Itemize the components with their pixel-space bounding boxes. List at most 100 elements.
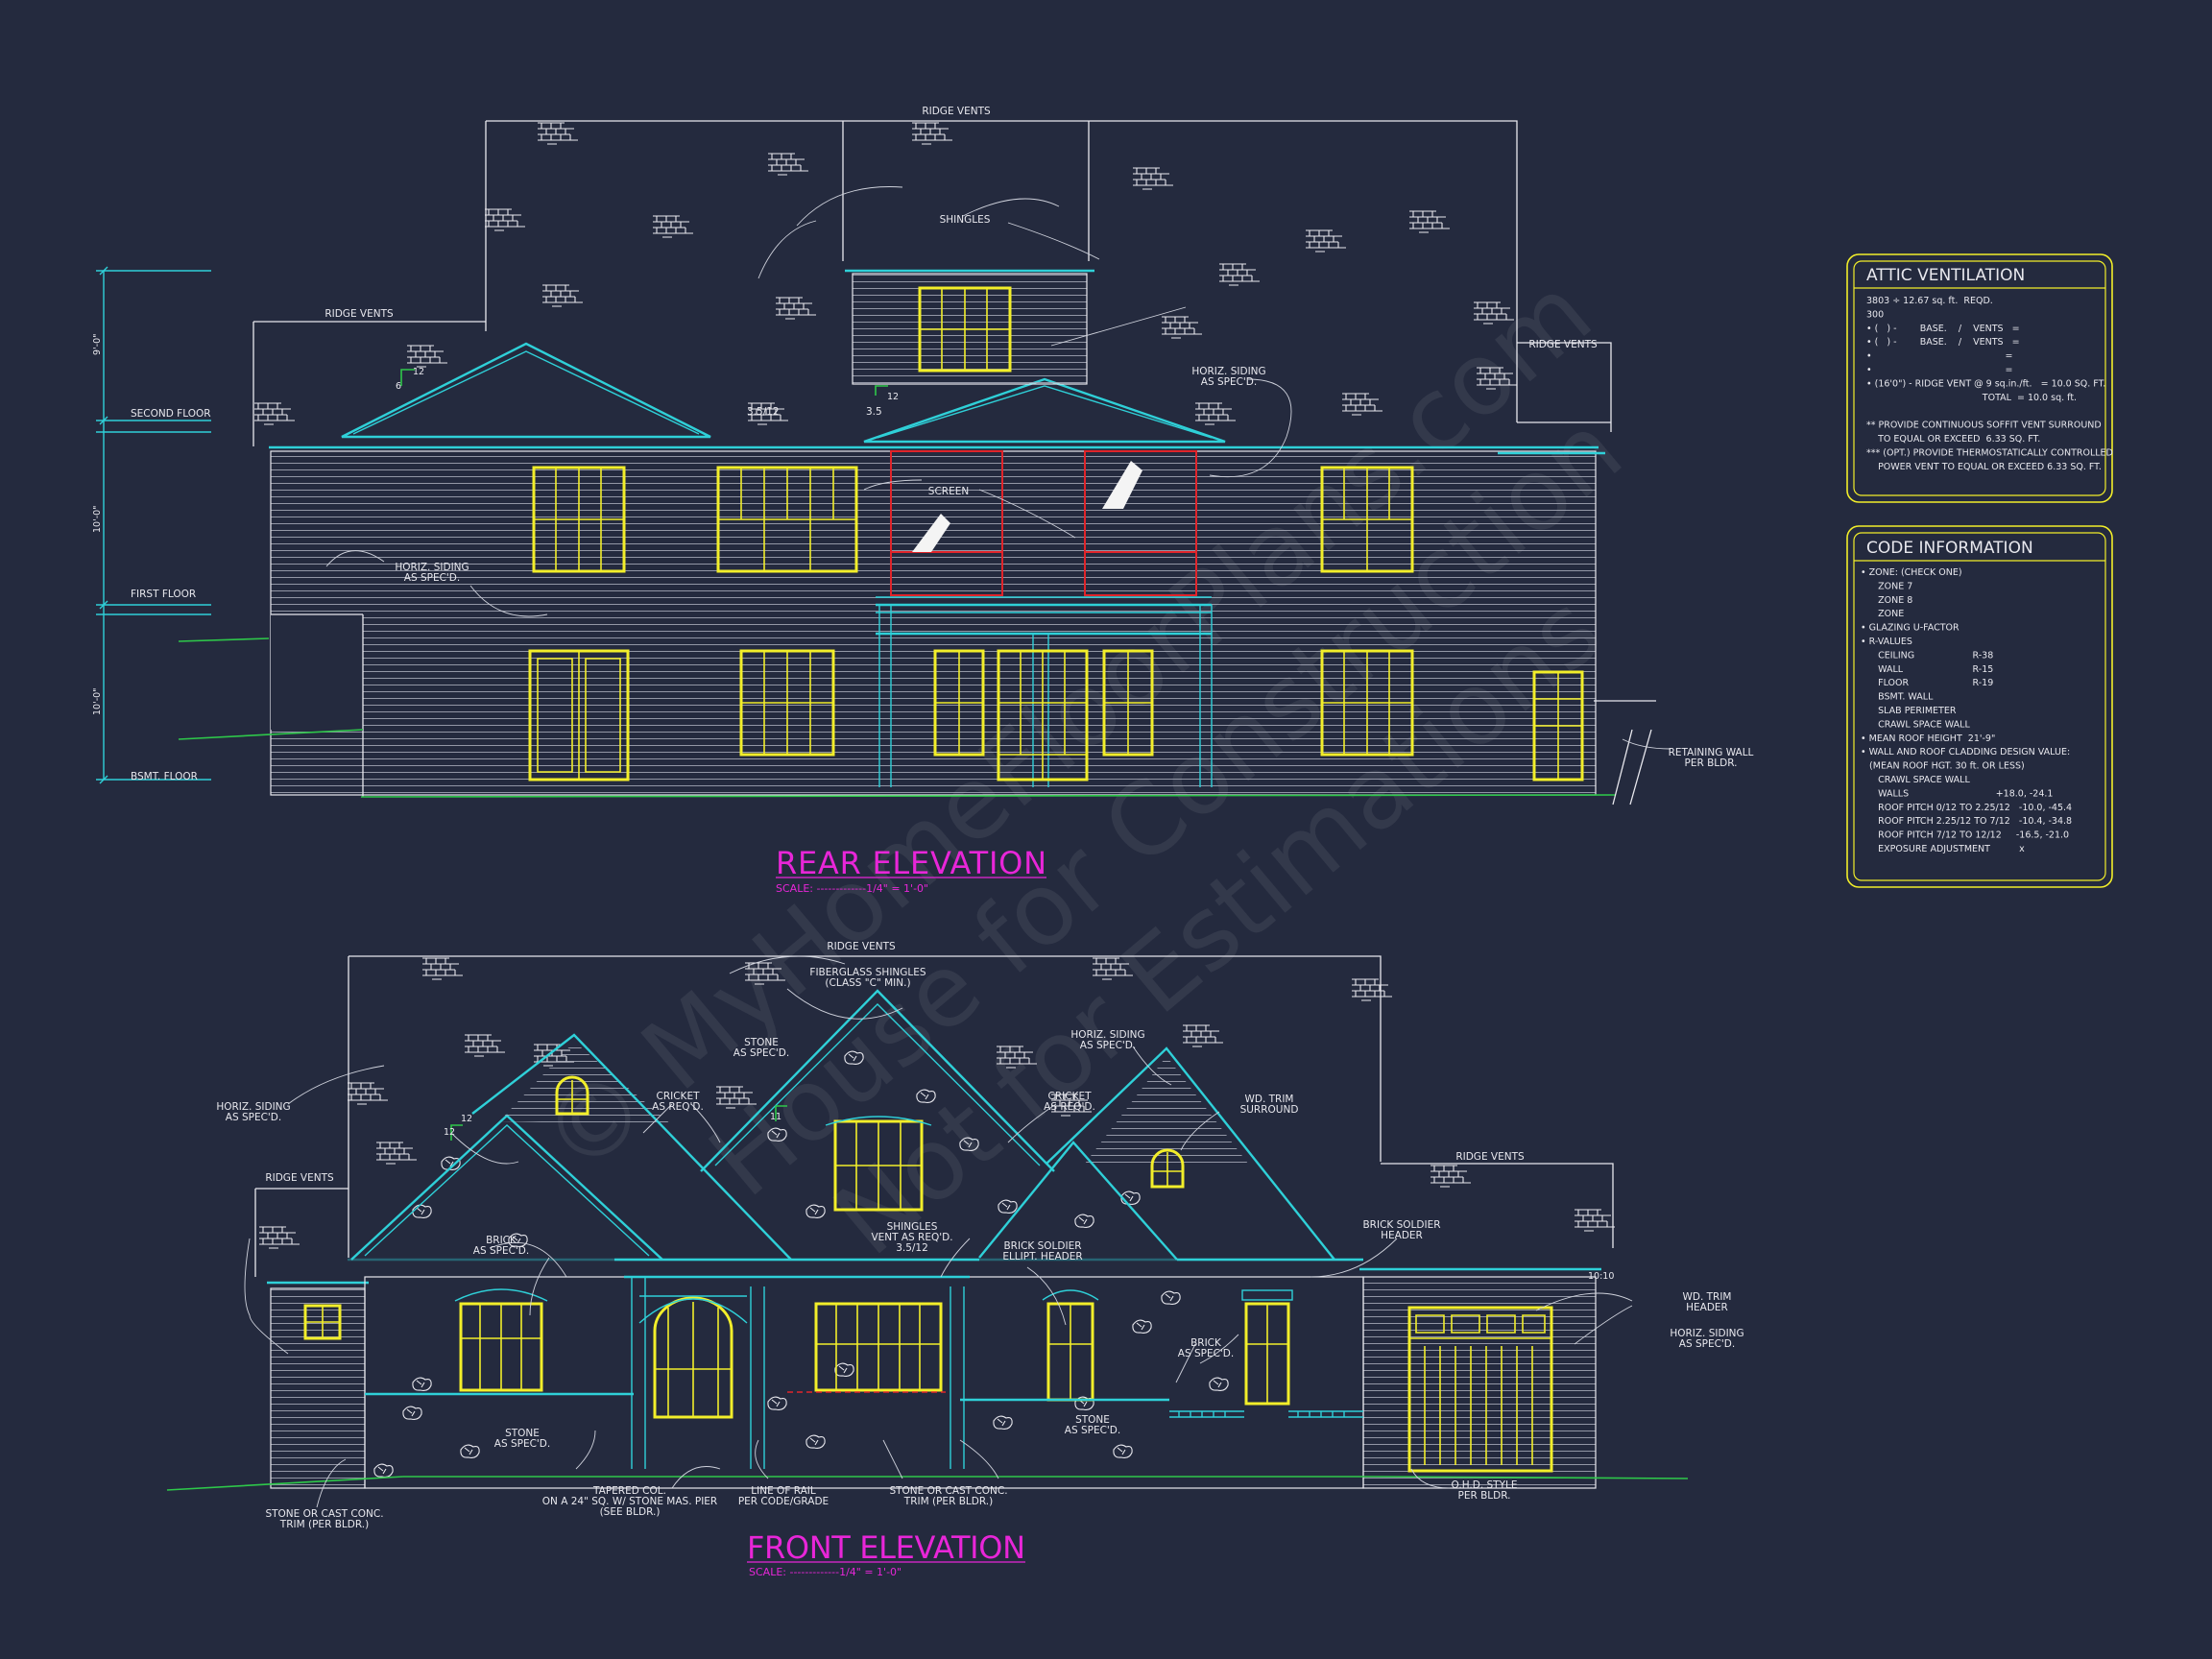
note-horiz-siding-left-1: HORIZ. SIDING xyxy=(216,1101,290,1113)
code-information-lines: • ZONE: (CHECK ONE) ZONE 7 ZONE 8 ZONE• … xyxy=(1861,567,2072,854)
code-information-line: • GLAZING U-FACTOR xyxy=(1861,623,1960,634)
bsmt-floor-label: BSMT. FLOOR xyxy=(131,771,198,782)
note-brick-soldier-ellipt-1: BRICK SOLDIER xyxy=(1003,1240,1081,1252)
note-wd-trim-surround-2: SURROUND xyxy=(1240,1104,1299,1116)
note-ridge-vents-left: RIDGE VENTS xyxy=(325,308,394,320)
note-horiz-siding-mid-1: HORIZ. SIDING xyxy=(1070,1029,1144,1041)
pitch-12-b: 12 xyxy=(887,392,899,402)
attic-ventilation-line: *** (OPT.) PROVIDE THERMOSTATICALLY CONT… xyxy=(1866,447,2113,458)
note-cricket-right-1: CRICKET xyxy=(1048,1091,1093,1102)
note-stone-top-1: STONE xyxy=(744,1037,779,1048)
attic-ventilation-line: 300 xyxy=(1866,309,1884,320)
note-horiz-siding-left-2: AS SPEC'D. xyxy=(404,572,460,584)
front-pitch-12-a: 12 xyxy=(461,1114,472,1124)
note-brick-left-1: BRICK xyxy=(486,1235,517,1246)
front-note-ridge-vents-right: RIDGE VENTS xyxy=(1455,1151,1525,1163)
attic-ventilation-title: ATTIC VENTILATION xyxy=(1866,266,2025,285)
pitch-3-5-12: 3.5/12 xyxy=(747,406,780,418)
rear-elevation-scale: SCALE: -------------1/4" = 1'-0" xyxy=(776,882,928,895)
code-information-line: • WALL AND ROOF CLADDING DESIGN VALUE: xyxy=(1861,747,2070,757)
code-information-line: CRAWL SPACE WALL xyxy=(1861,719,1970,730)
note-stone-trim-1: STONE OR CAST CONC. xyxy=(889,1485,1007,1497)
note-ridge-vents-right: RIDGE VENTS xyxy=(1528,339,1598,350)
note-stone-trim-left-1: STONE OR CAST CONC. xyxy=(265,1508,383,1520)
code-information-line: ZONE xyxy=(1861,609,1904,619)
note-stone-trim-2: TRIM (PER BLDR.) xyxy=(903,1496,993,1507)
front-note-ridge-vents-top: RIDGE VENTS xyxy=(827,941,896,952)
note-brick-left-2: AS SPEC'D. xyxy=(473,1245,529,1257)
front-windows xyxy=(454,1288,1293,1419)
front-elevation-scale: SCALE: -------------1/4" = 1'-0" xyxy=(749,1566,902,1578)
front-pitch-11: 11 xyxy=(770,1112,781,1122)
code-information-line: CRAWL SPACE WALL xyxy=(1861,775,1970,785)
note-shingles-vent-3: 3.5/12 xyxy=(896,1242,928,1254)
attic-ventilation-line: • ( ) - BASE. / VENTS = xyxy=(1866,337,2020,348)
attic-ventilation-line: • = xyxy=(1866,351,2012,362)
attic-ventilation-line: TO EQUAL OR EXCEED 6.33 SQ. FT. xyxy=(1866,434,2040,445)
rear-upper-windows xyxy=(532,466,1414,573)
code-information-line: ZONE 8 xyxy=(1861,595,1912,606)
code-information-panel: CODE INFORMATION • ZONE: (CHECK ONE) ZON… xyxy=(1846,525,2113,888)
note-screen: SCREEN xyxy=(928,486,969,497)
code-information-line: FLOOR R-19 xyxy=(1861,678,1993,688)
code-information-line: ROOF PITCH 0/12 TO 2.25/12 -10.0, -45.4 xyxy=(1861,803,2072,813)
code-information-line: BSMT. WALL xyxy=(1861,692,1934,703)
note-cricket-left-2: AS REQ'D. xyxy=(652,1101,704,1113)
front-elevation: RIDGE VENTS RIDGE VENTS RIDGE VENTS FIBE… xyxy=(166,941,1744,1578)
note-horiz-siding-left-2: AS SPEC'D. xyxy=(226,1112,281,1123)
note-stone-left-1: STONE xyxy=(505,1428,540,1439)
note-ohd-2: PER BLDR. xyxy=(1458,1490,1511,1502)
pitch-6: 6 xyxy=(396,381,401,392)
rear-elevation-title: REAR ELEVATION xyxy=(776,845,1046,881)
note-retaining-wall-1: RETAINING WALL xyxy=(1669,747,1754,758)
attic-ventilation-line: • ( ) - BASE. / VENTS = xyxy=(1866,324,2020,334)
note-tapered-col-3: (SEE BLDR.) xyxy=(600,1506,661,1518)
code-information-line: • R-VALUES xyxy=(1861,637,1912,647)
note-horiz-siding-far-1: HORIZ. SIDING xyxy=(1670,1328,1743,1339)
front-elevation-title: FRONT ELEVATION xyxy=(747,1529,1025,1566)
code-information-line: WALLS +18.0, -24.1 xyxy=(1861,788,2053,799)
note-shingles-vent-2: VENT AS REQ'D. xyxy=(871,1232,952,1243)
note-brick-soldier-header-1: BRICK SOLDIER xyxy=(1362,1219,1440,1231)
rear-level-markers xyxy=(96,266,211,784)
dim-low: 10'-0" xyxy=(92,687,103,715)
note-shingles-vent-1: SHINGLES xyxy=(887,1221,938,1233)
note-wd-trim-header-1: WD. TRIM xyxy=(1682,1291,1731,1303)
front-pitch-10-10: 10:10 xyxy=(1588,1271,1614,1282)
code-information-line: • ZONE: (CHECK ONE) xyxy=(1861,567,1962,578)
note-cricket-left-1: CRICKET xyxy=(657,1091,701,1102)
note-ohd-1: O.H.D. STYLE xyxy=(1452,1479,1518,1491)
note-brick-right-1: BRICK xyxy=(1190,1337,1222,1349)
code-information-line: ROOF PITCH 7/12 TO 12/12 -16.5, -21.0 xyxy=(1861,830,2069,841)
note-shingles: SHINGLES xyxy=(940,214,991,226)
dim-mid: 10'-0" xyxy=(92,505,103,533)
code-information-line: (MEAN ROOF HGT. 30 ft. OR LESS) xyxy=(1861,761,2025,772)
note-brick-soldier-header-2: HEADER xyxy=(1381,1230,1423,1241)
attic-ventilation-line: • (16'0") - RIDGE VENT @ 9 sq.in./ft. = … xyxy=(1866,378,2105,389)
note-wd-trim-surround-1: WD. TRIM xyxy=(1244,1094,1293,1105)
front-note-ridge-vents-left: RIDGE VENTS xyxy=(265,1172,334,1184)
code-information-title: CODE INFORMATION xyxy=(1866,539,2033,558)
note-horiz-siding-right-1: HORIZ. SIDING xyxy=(1191,366,1265,377)
watermark: © MyHomeFloorPlans.com House for Constru… xyxy=(519,253,1644,1278)
note-fiberglass-1: FIBERGLASS SHINGLES xyxy=(809,967,926,978)
attic-ventilation-line: TOTAL = 10.0 sq. ft. xyxy=(1866,393,2077,403)
note-cricket-right-2: AS REQ'D. xyxy=(1044,1101,1095,1113)
pitch-3-5: 3.5 xyxy=(866,406,882,418)
note-stone-trim-left-2: TRIM (PER BLDR.) xyxy=(279,1519,369,1530)
note-line-rail-1: LINE OF RAIL xyxy=(751,1485,816,1497)
rear-lower-windows xyxy=(528,649,1584,781)
code-information-line: EXPOSURE ADJUSTMENT x xyxy=(1861,844,2025,854)
attic-ventilation-panel: ATTIC VENTILATION 3803 ÷ 12.67 sq. ft. R… xyxy=(1846,253,2113,503)
note-brick-soldier-ellipt-2: ELLIPT. HEADER xyxy=(1002,1251,1082,1262)
note-line-rail-2: PER CODE/GRADE xyxy=(738,1496,829,1507)
note-retaining-wall-2: PER BLDR. xyxy=(1685,757,1738,769)
note-tapered-col-2: ON A 24" SQ. W/ STONE MAS. PIER xyxy=(542,1496,717,1507)
code-information-line: ROOF PITCH 2.25/12 TO 7/12 -10.4, -34.8 xyxy=(1861,816,2072,827)
code-information-line: WALL R-15 xyxy=(1861,664,1993,675)
attic-ventilation-line: 3803 ÷ 12.67 sq. ft. REQD. xyxy=(1866,296,1993,306)
code-information-line: • MEAN ROOF HEIGHT 21'-9" xyxy=(1861,733,1995,744)
dim-top: 9'-0" xyxy=(92,334,103,356)
